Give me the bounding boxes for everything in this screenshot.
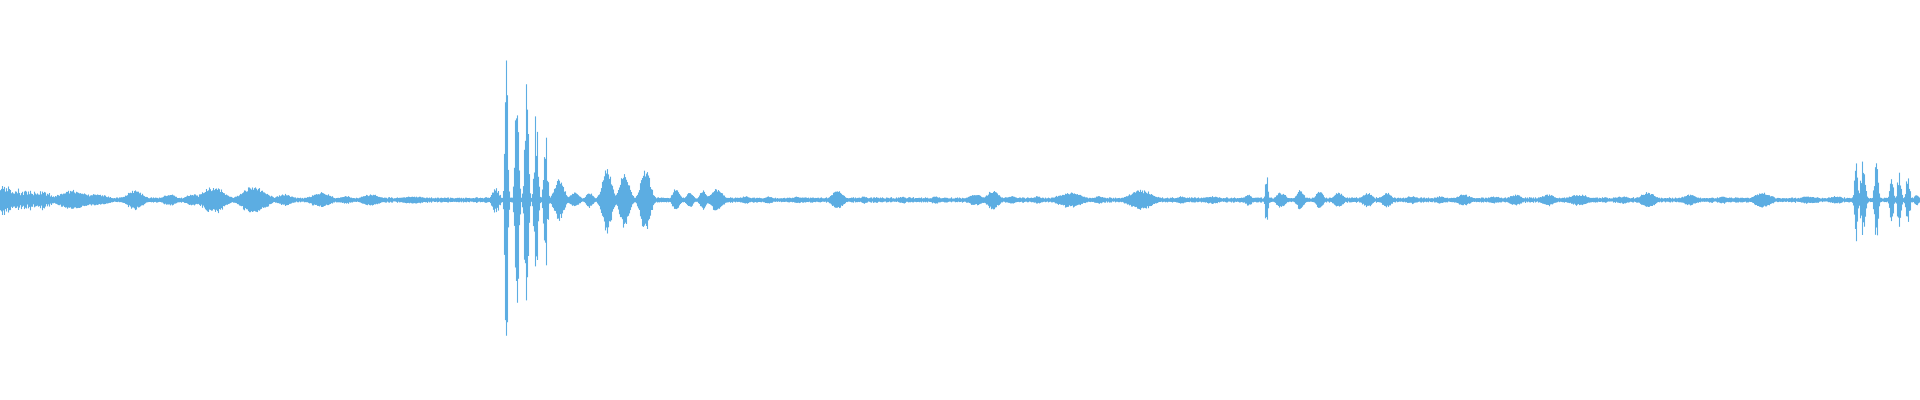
waveform-bars [0, 60, 1920, 336]
